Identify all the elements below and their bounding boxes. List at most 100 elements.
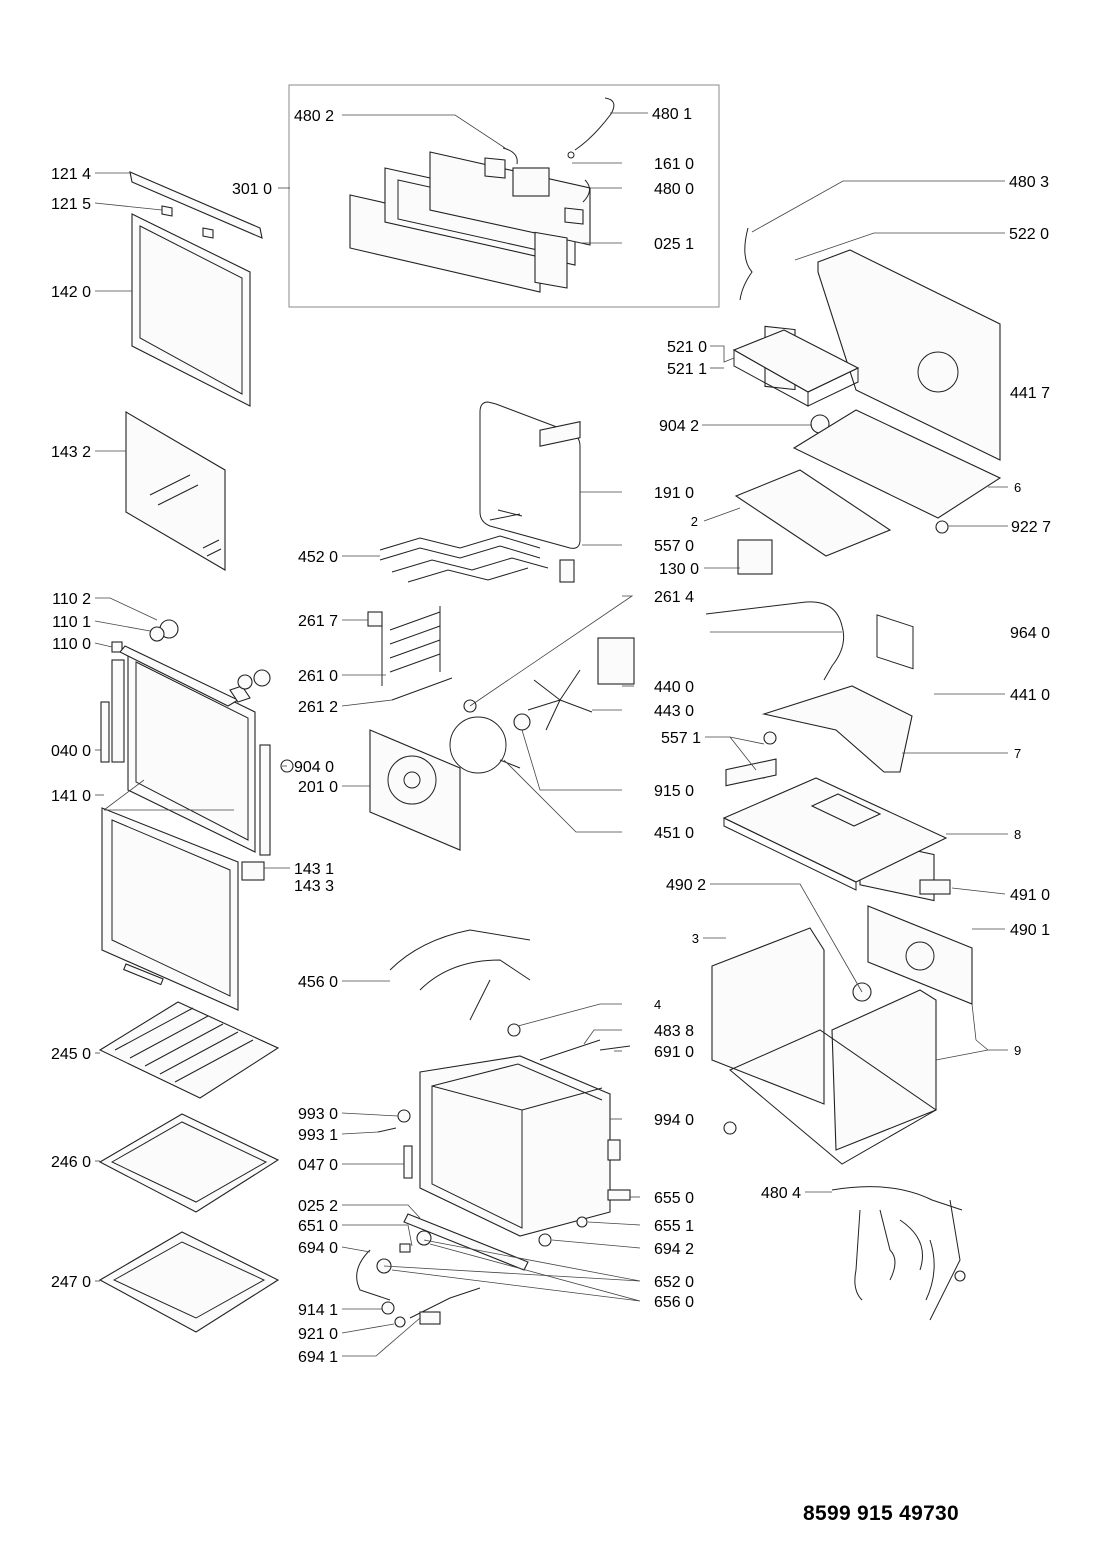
part-label: 047 0	[298, 1157, 338, 1174]
part-label: 143 3	[294, 878, 334, 895]
part-label: 656 0	[654, 1294, 694, 1311]
part-label: 110 2	[52, 591, 91, 608]
fan-motor	[597, 637, 635, 685]
back-panel	[817, 249, 1001, 461]
cover-plate	[734, 469, 892, 557]
part-label: 691 0	[654, 1044, 694, 1061]
deep-tray	[98, 1231, 280, 1333]
part-label: 261 2	[298, 699, 338, 716]
part-label: 441 7	[1010, 385, 1050, 402]
part-label: 522 0	[1009, 226, 1049, 243]
part-label: 8	[1014, 827, 1021, 842]
ring-element	[449, 716, 507, 774]
part-label: 201 0	[298, 779, 338, 796]
part-label: 521 0	[667, 339, 707, 356]
shelf-support	[381, 606, 441, 686]
part-label: 443 0	[654, 703, 694, 720]
part-label: 025 2	[298, 1198, 338, 1215]
leader-lines	[94, 112, 1008, 1357]
part-label: 452 0	[298, 549, 338, 566]
part-label: 4	[654, 997, 661, 1012]
part-label: 161 0	[654, 156, 694, 173]
part-label: 483 8	[654, 1023, 694, 1040]
wire-shelf	[98, 1001, 280, 1099]
display-board	[512, 167, 550, 197]
part-label: 301 0	[232, 181, 272, 198]
part-label: 994 0	[654, 1112, 694, 1129]
part-label: 480 0	[654, 181, 694, 198]
part-label: 557 0	[654, 538, 694, 555]
part-label: 490 1	[1010, 922, 1050, 939]
baking-tray	[98, 1113, 280, 1213]
part-label: 480 2	[294, 108, 334, 125]
top-plate	[792, 409, 1002, 519]
door-top-trim	[129, 171, 263, 239]
bottom-element	[389, 929, 531, 1021]
part-label: 694 0	[298, 1240, 338, 1257]
part-label: 521 1	[667, 361, 707, 378]
part-label: 261 0	[298, 668, 338, 685]
part-label: 121 5	[51, 196, 91, 213]
part-label: 491 0	[1010, 887, 1050, 904]
cable-964	[705, 601, 845, 681]
part-label: 9	[1014, 1043, 1021, 1058]
part-label: 6	[1014, 480, 1021, 495]
door-outer-panel	[101, 807, 239, 1011]
part-label: 7	[1014, 746, 1021, 761]
part-label: 121 4	[51, 166, 91, 183]
part-label: 2	[691, 514, 698, 529]
part-label: 921 0	[298, 1326, 338, 1343]
part-label: 191 0	[654, 485, 694, 502]
part-label: 694 1	[298, 1349, 338, 1366]
part-label: 922 7	[1011, 519, 1051, 536]
part-label: 904 0	[294, 759, 334, 776]
part-label: 143 2	[51, 444, 91, 461]
part-label: 247 0	[51, 1274, 91, 1291]
part-label: 904 2	[659, 418, 699, 435]
wiring-harness	[831, 1186, 963, 1321]
part-label: 040 0	[51, 743, 91, 760]
part-label: 3	[692, 931, 699, 946]
part-labels: 480 2 480 1 161 0 480 0 025 1 301 0 121 …	[51, 106, 1051, 1366]
part-label: 914 1	[298, 1302, 338, 1319]
part-label: 440 0	[654, 679, 694, 696]
part-label: 110 1	[52, 614, 91, 631]
rear-panel	[369, 729, 461, 851]
part-label: 025 1	[654, 236, 694, 253]
part-label: 651 0	[298, 1218, 338, 1235]
inner-glass	[125, 411, 226, 571]
document-number: 8599 915 49730	[803, 1502, 960, 1525]
right-side-panel	[831, 989, 937, 1151]
left-side-panel	[711, 927, 825, 1105]
part-label: 142 0	[51, 284, 91, 301]
part-label: 246 0	[51, 1154, 91, 1171]
part-label: 130 0	[659, 561, 699, 578]
part-label: 245 0	[51, 1046, 91, 1063]
part-label: 261 4	[654, 589, 694, 606]
part-label: 456 0	[298, 974, 338, 991]
right-harness-cable	[739, 227, 753, 301]
part-label: 694 2	[654, 1241, 694, 1258]
door-seal	[479, 401, 581, 549]
part-label: 557 1	[661, 730, 701, 747]
part-label: 480 4	[761, 1185, 801, 1202]
control-board-panel	[867, 905, 973, 1005]
part-label: 655 1	[654, 1218, 694, 1235]
part-label: 441 0	[1010, 687, 1050, 704]
part-label: 451 0	[654, 825, 694, 842]
control-panel-inset	[288, 84, 720, 308]
door-outer-glass	[131, 213, 251, 407]
part-label: 143 1	[294, 861, 334, 878]
cooling-fan	[737, 539, 773, 575]
grill-element	[379, 535, 549, 583]
part-label: 261 7	[298, 613, 338, 630]
part-label: 655 0	[654, 1190, 694, 1207]
part-label: 964 0	[1010, 625, 1050, 642]
part-label: 480 1	[652, 106, 692, 123]
part-label: 993 0	[298, 1106, 338, 1123]
air-deflector	[761, 685, 913, 773]
part-label: 993 1	[298, 1127, 338, 1144]
part-label: 915 0	[654, 783, 694, 800]
oven-cavity	[419, 1055, 611, 1237]
